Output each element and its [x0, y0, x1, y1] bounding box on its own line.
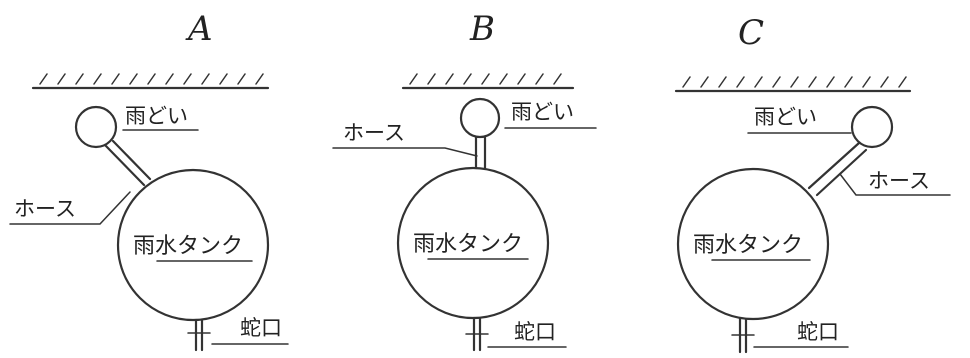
tank-label: 雨水タンク — [413, 232, 523, 257]
tank-circle — [676, 167, 830, 321]
faucet-label: 蛇口 — [514, 320, 556, 344]
panel-letter: B — [469, 9, 495, 49]
hose-label: ホース — [343, 121, 405, 145]
hose-leader — [839, 173, 951, 196]
faucet — [465, 316, 489, 352]
panel-letter: C — [738, 13, 764, 53]
gutter-circle — [850, 105, 894, 149]
gutter-circle — [459, 97, 501, 139]
panel-a: A 雨どい ホース 雨水タンク 蛇口 — [9, 9, 289, 352]
hose-leader — [332, 147, 478, 157]
hose-label: ホース — [868, 169, 930, 193]
roof-line — [31, 73, 270, 90]
roof-line — [674, 76, 912, 93]
tank-label: 雨水タンク — [133, 234, 243, 259]
tank-circle — [116, 168, 270, 322]
hose-leader — [9, 191, 131, 225]
hose-pipe — [807, 141, 868, 197]
hose-pipe — [474, 135, 487, 170]
faucet — [187, 318, 211, 352]
hose-label: ホース — [14, 197, 76, 221]
faucet — [731, 317, 755, 354]
roof-line — [401, 73, 575, 90]
tank-label: 雨水タンク — [693, 233, 803, 258]
panel-c: C 雨どい ホース 雨水タンク 蛇口 — [674, 13, 951, 354]
panel-letter: A — [185, 9, 213, 49]
gutter-label: 雨どい — [754, 105, 817, 129]
hose-pipe — [103, 139, 152, 187]
gutter-label: 雨どい — [125, 104, 188, 128]
faucet-label: 蛇口 — [797, 320, 839, 344]
panel-b: B 雨どい ホース 雨水タンク 蛇口 — [332, 9, 597, 352]
faucet-label: 蛇口 — [240, 316, 282, 340]
gutter-circle — [74, 105, 118, 149]
gutter-label: 雨どい — [511, 100, 574, 124]
